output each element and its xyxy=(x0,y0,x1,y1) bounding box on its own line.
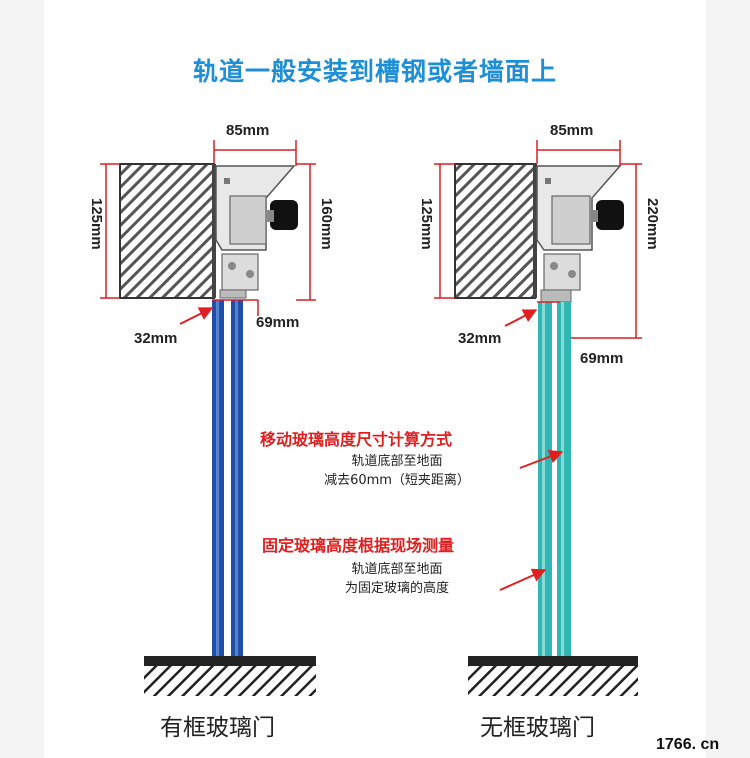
moving-glass-note-1: 轨道底部至地面 xyxy=(351,454,443,469)
right-ground-hatch xyxy=(468,666,638,696)
right-dim-right-label: 220mm xyxy=(644,198,661,250)
right-ground-line xyxy=(468,656,638,666)
left-roller-wheel xyxy=(270,200,298,230)
right-dim-top-label: 85mm xyxy=(550,122,594,139)
left-dim-left-label: 125mm xyxy=(88,198,105,250)
page-title: 轨道一般安装到槽钢或者墙面上 xyxy=(192,57,557,86)
left-dim-top-label: 85mm xyxy=(226,122,270,139)
right-dim-left-label: 125mm xyxy=(418,198,435,250)
left-track-body xyxy=(229,195,267,245)
right-roller-axle xyxy=(590,210,598,222)
fixed-glass-note-1: 轨道底部至地面 xyxy=(351,562,443,577)
fixed-glass-arrow xyxy=(499,568,547,591)
left-wall-block xyxy=(119,163,215,299)
right-dim-32-label: 32mm xyxy=(458,330,502,347)
white-panel xyxy=(44,0,706,758)
right-dimension-lines xyxy=(434,140,642,339)
moving-glass-arrow xyxy=(519,449,564,469)
left-dim-69-label: 69mm xyxy=(256,314,300,331)
right-roller-wheel xyxy=(596,200,624,230)
right-caption-frameless-glass-door: 无框玻璃门 xyxy=(480,715,595,741)
moving-glass-note-2: 减去60mm（短夹距离） xyxy=(324,473,470,488)
right-wall-block xyxy=(454,163,536,299)
left-32mm-arrow xyxy=(179,307,214,325)
moving-glass-heading: 移动玻璃高度尺寸计算方式 xyxy=(260,430,453,449)
left-glass-clip xyxy=(219,289,247,299)
left-ground-hatch xyxy=(144,666,316,696)
right-glass-clip xyxy=(540,289,572,303)
left-wall-edge xyxy=(212,164,216,298)
site-watermark: 1766. cn xyxy=(656,736,720,753)
right-bolt xyxy=(545,178,551,184)
right-wall-edge xyxy=(533,164,537,298)
left-dim-32-label: 32mm xyxy=(134,330,178,347)
fixed-glass-heading: 固定玻璃高度根据现场测量 xyxy=(262,536,455,555)
right-dim-69-label: 69mm xyxy=(580,350,624,367)
left-dimension-lines xyxy=(100,140,316,316)
fixed-glass-note-2: 为固定玻璃的高度 xyxy=(344,581,449,596)
left-roller-axle xyxy=(266,210,274,222)
left-ground-line xyxy=(144,656,316,666)
right-track-body xyxy=(551,195,591,245)
right-32mm-arrow xyxy=(504,309,538,327)
left-caption-framed-glass-door: 有框玻璃门 xyxy=(160,715,275,741)
left-diagram xyxy=(100,140,316,696)
right-diagram xyxy=(434,140,642,696)
left-dim-right-label: 160mm xyxy=(318,198,335,250)
left-bolt xyxy=(224,178,230,184)
